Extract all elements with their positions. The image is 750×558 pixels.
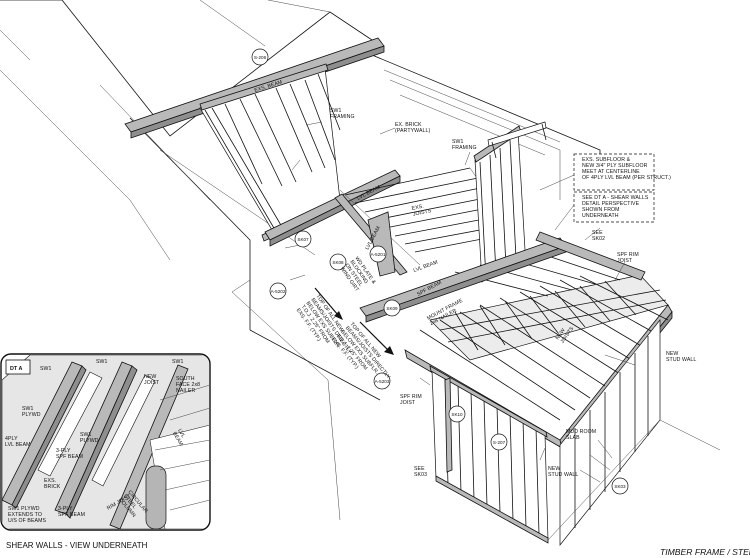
label-ex-brick: EX. BRICK(PARTYWALL) xyxy=(395,122,430,134)
sw1-framing-right xyxy=(473,121,547,283)
label-exs-joists: EXS.JOISTS xyxy=(411,202,432,218)
tag-sk08: SK08 xyxy=(329,253,347,271)
tag-s207: S-207 xyxy=(490,433,508,451)
floor-frame-front xyxy=(419,275,669,421)
tag-sk08-label: SK08 xyxy=(332,260,344,265)
tag-a5203-label: A-5203 xyxy=(375,379,390,384)
tag-sk09-label: SK09 xyxy=(386,306,398,311)
tag-a5201: A-5201 xyxy=(369,245,387,263)
inset-label-exs-brick: EXS.BRICK xyxy=(44,478,61,490)
leader-lines xyxy=(284,121,636,483)
mud-room-slab xyxy=(547,419,721,541)
tag-a5202-label: A-5202 xyxy=(271,289,286,294)
tag-sk03b-label: SK03 xyxy=(614,484,626,489)
tag-s206: S-206 xyxy=(251,48,269,66)
tag-sk07-label: SK07 xyxy=(297,237,309,242)
tag-sk03b: SK03 xyxy=(611,477,629,495)
inset-label-sw1-c: SW1 xyxy=(172,359,184,365)
tag-s207-label: S-207 xyxy=(493,440,506,445)
tag-sk10: SK10 xyxy=(448,405,466,423)
tag-a5203: A-5203 xyxy=(373,372,391,390)
inset-tag-label: DT A xyxy=(10,366,22,372)
elevation-arrows xyxy=(314,127,396,355)
inset-label-sw1-b: SW1 xyxy=(96,359,108,365)
inset-caption: SHEAR WALLS - VIEW UNDERNEATH xyxy=(6,541,148,550)
tag-s206-label: S-206 xyxy=(254,55,267,60)
tag-sk09: SK09 xyxy=(383,299,401,317)
tag-sk10-label: SK10 xyxy=(451,412,463,417)
note-boxes xyxy=(573,153,655,223)
new-stud-walls xyxy=(429,319,661,546)
tag-a5202: A-5202 xyxy=(269,282,287,300)
sheet-title: TIMBER FRAME / STEP 1 xyxy=(660,547,750,557)
brick-partywall xyxy=(389,79,561,200)
inset-label-sw1-a: SW1 xyxy=(40,366,52,372)
tag-sk07: SK07 xyxy=(294,230,312,248)
lvl-beam-mid xyxy=(264,169,401,247)
tag-a5201-label: A-5201 xyxy=(371,252,386,257)
